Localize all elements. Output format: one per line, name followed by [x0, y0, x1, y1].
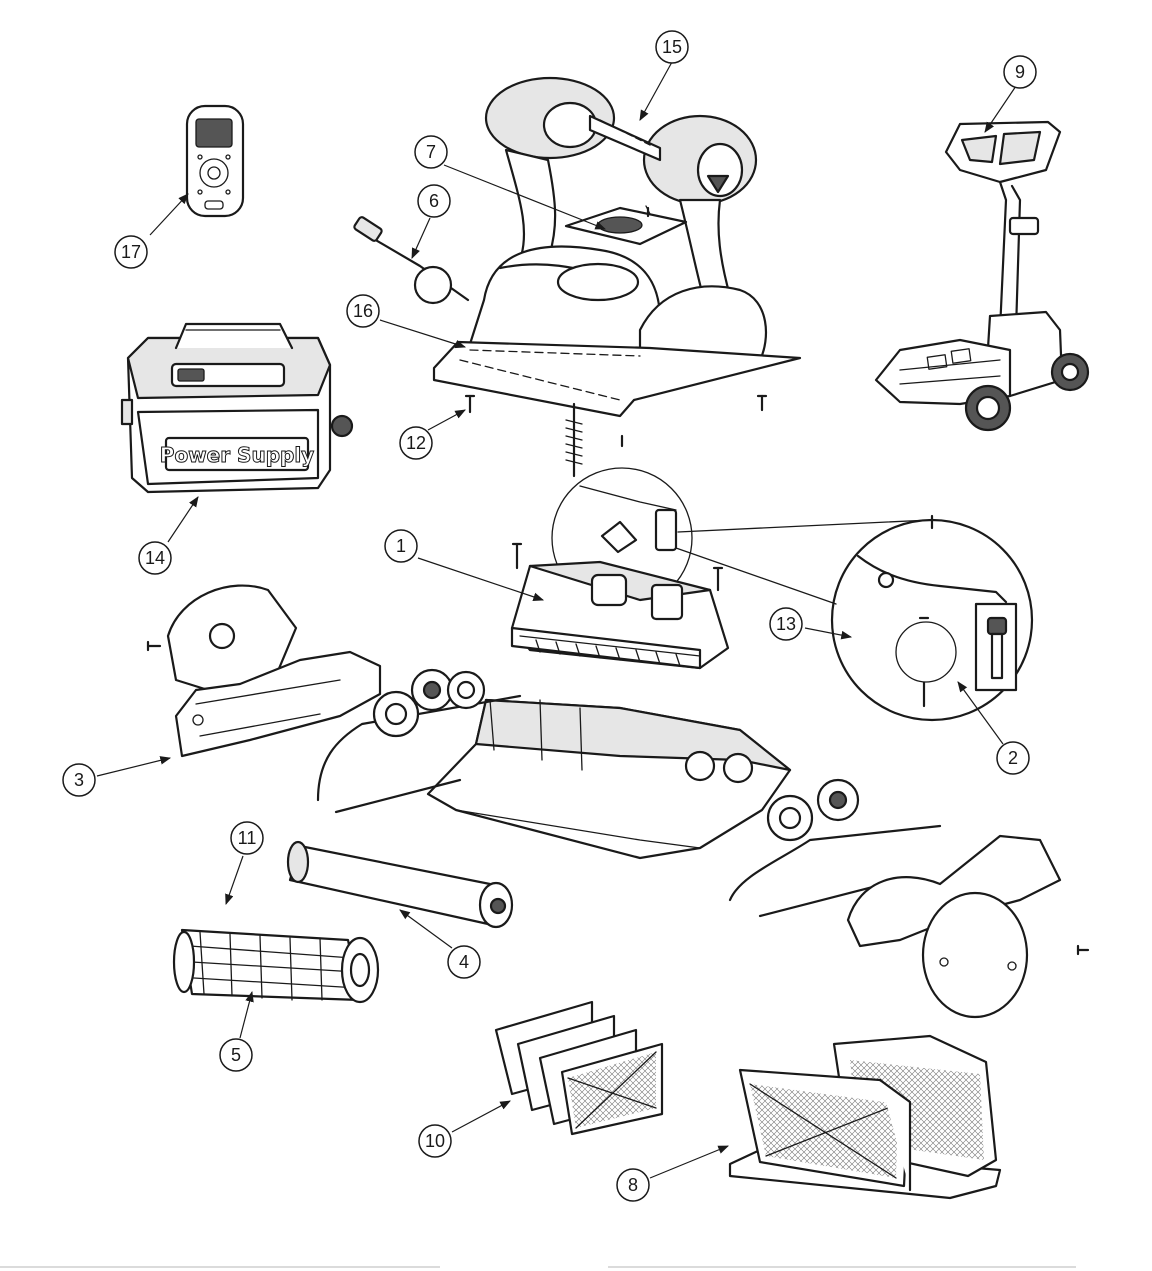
callout-17: 17 — [114, 235, 148, 269]
svg-text:16: 16 — [353, 301, 373, 321]
callouts: 1 2 3 4 5 6 7 8 9 10 11 12 13 14 15 16 1… — [62, 30, 1037, 1202]
power-supply-unit: Power Supply — [120, 322, 354, 494]
callout-4: 4 — [447, 945, 481, 979]
svg-text:1: 1 — [396, 536, 406, 556]
svg-text:12: 12 — [406, 433, 426, 453]
svg-text:13: 13 — [776, 614, 796, 634]
callout-2: 2 — [996, 741, 1030, 775]
body-shell — [432, 245, 802, 418]
svg-text:10: 10 — [425, 1131, 445, 1151]
top-handle-assembly — [484, 76, 758, 302]
filter-cartridges — [494, 1000, 664, 1136]
svg-text:6: 6 — [429, 191, 439, 211]
callout-13: 13 — [769, 607, 803, 641]
callout-8: 8 — [616, 1168, 650, 1202]
svg-text:8: 8 — [628, 1175, 638, 1195]
callout-16: 16 — [346, 294, 380, 328]
motor-magnifier-small — [551, 467, 693, 609]
svg-text:9: 9 — [1015, 62, 1025, 82]
callout-15: 15 — [655, 30, 689, 64]
cable-swivel — [353, 216, 470, 305]
screws-12 — [146, 206, 1090, 956]
svg-text:11: 11 — [238, 828, 257, 848]
callout-12: 12 — [399, 426, 433, 460]
hood-cover-detail — [564, 205, 688, 246]
svg-text:14: 14 — [145, 548, 165, 568]
svg-text:17: 17 — [121, 242, 141, 262]
callout-5: 5 — [219, 1038, 253, 1072]
power-supply-label: Power Supply — [160, 443, 314, 467]
remote-control — [185, 104, 245, 218]
svg-text:15: 15 — [662, 37, 682, 57]
side-panel-right — [846, 834, 1062, 1019]
side-panel-left — [166, 584, 382, 758]
callout-1: 1 — [384, 529, 418, 563]
svg-text:2: 2 — [1008, 748, 1018, 768]
svg-text:3: 3 — [74, 770, 84, 790]
leader-lines — [96, 61, 1017, 1179]
chassis-with-tracks — [316, 668, 942, 918]
caddy-cart — [874, 120, 1090, 432]
svg-text:4: 4 — [459, 952, 469, 972]
callout-11: 11 — [230, 821, 264, 855]
filter-basket — [728, 1034, 1002, 1200]
callout-3: 3 — [62, 763, 96, 797]
svg-text:7: 7 — [426, 142, 436, 162]
callout-14: 14 — [138, 541, 172, 575]
svg-text:5: 5 — [231, 1045, 241, 1065]
callout-6: 6 — [417, 184, 451, 218]
callout-7: 7 — [414, 135, 448, 169]
callout-9: 9 — [1003, 55, 1037, 89]
impeller-magnifier — [675, 514, 1034, 722]
callout-10: 10 — [418, 1124, 452, 1158]
brush-cylinder — [172, 928, 380, 1004]
pva-roller — [286, 840, 514, 929]
motor-unit — [510, 560, 730, 670]
spring-cable — [565, 402, 583, 478]
